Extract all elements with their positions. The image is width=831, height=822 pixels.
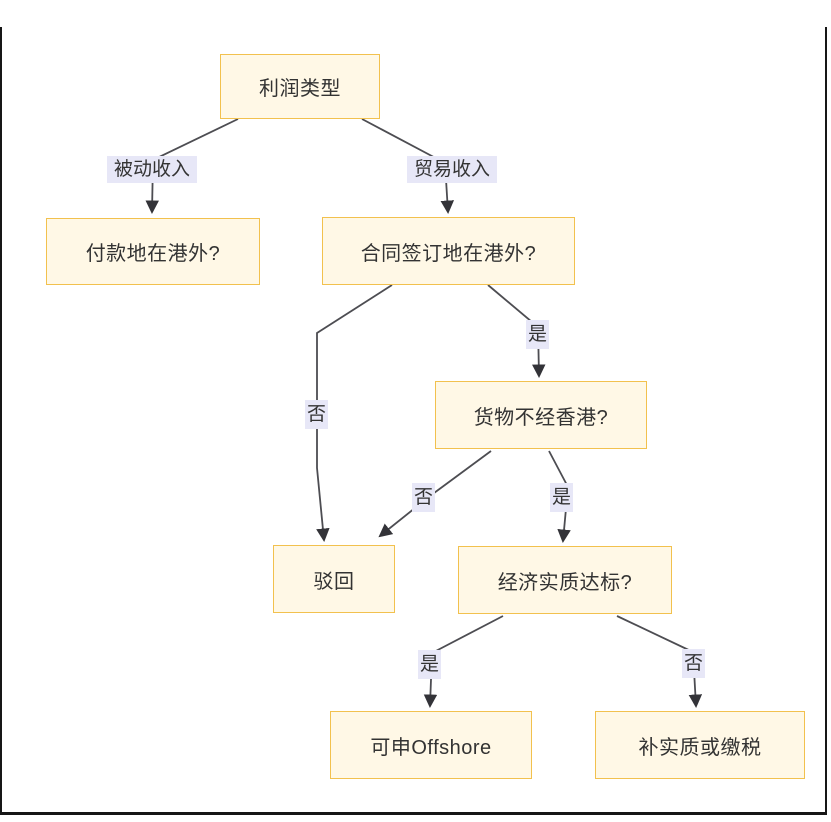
edge-goods-no-reject xyxy=(378,450,492,538)
node-offshore-claim: 可申Offshore xyxy=(330,711,532,779)
node-label: 利润类型 xyxy=(259,78,341,100)
node-label: 驳回 xyxy=(313,570,355,593)
node-substance-met: 经济实质达标? xyxy=(458,546,672,614)
node-label: 补实质或缴税 xyxy=(638,736,762,759)
node-label: 可申Offshore xyxy=(370,736,492,759)
node-label: 付款地在港外? xyxy=(85,243,221,265)
node-profit-type: 利润类型 xyxy=(220,54,380,119)
node-contract-outside-hk: 合同签订地在港外? xyxy=(322,217,575,285)
edge-contract-no-reject xyxy=(316,284,393,543)
node-reject: 驳回 xyxy=(273,545,395,613)
node-label: 经济实质达标? xyxy=(497,571,633,594)
edge-label-no-1: 否 xyxy=(305,400,328,429)
edge-label-yes-3: 是 xyxy=(418,650,441,679)
edge-label-no-3: 否 xyxy=(682,649,705,678)
edge-label-no-2: 否 xyxy=(412,483,435,512)
page-frame-border xyxy=(0,27,827,815)
node-add-substance-or-tax: 补实质或缴税 xyxy=(595,711,805,779)
node-label: 货物不经香港? xyxy=(473,406,609,429)
node-label: 合同签订地在港外? xyxy=(360,242,537,265)
node-payment-outside-hk: 付款地在港外? xyxy=(46,218,260,285)
edge-label-passive-income: 被动收入 xyxy=(107,156,197,183)
edge-label-yes-1: 是 xyxy=(526,320,549,349)
edge-label-trade-income: 贸易收入 xyxy=(407,156,497,183)
node-goods-not-via-hk: 货物不经香港? xyxy=(435,381,647,449)
edge-label-yes-2: 是 xyxy=(550,483,573,512)
